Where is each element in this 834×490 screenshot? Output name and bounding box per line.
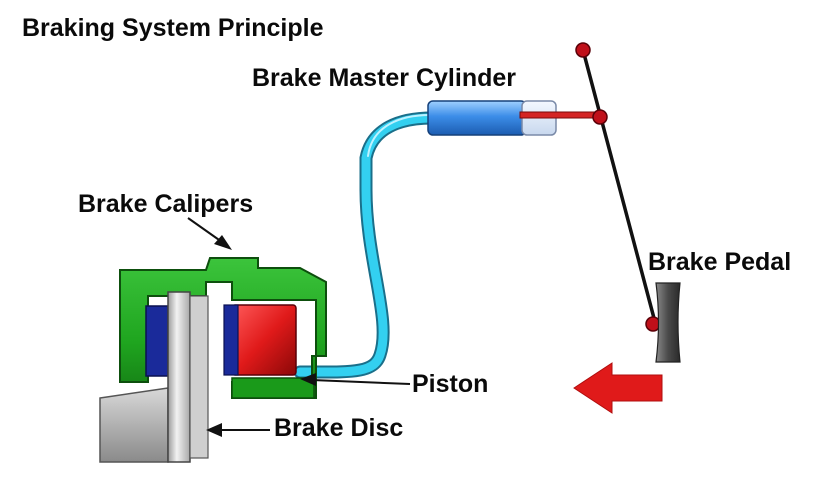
piston [223, 304, 297, 376]
label-brake-pedal: Brake Pedal [648, 248, 792, 276]
pointer-disc [206, 423, 270, 437]
label-brake-calipers: Brake Calipers [78, 190, 254, 218]
pivot-pushrod [592, 109, 608, 125]
brake-line [293, 111, 439, 379]
label-piston: Piston [412, 370, 489, 398]
brake-disc [167, 291, 209, 463]
force-arrow [573, 362, 663, 414]
wheel-hub [99, 387, 169, 463]
label-brake-disc: Brake Disc [274, 414, 404, 442]
diagram-title: Braking System Principle [22, 14, 324, 42]
brake-pad-left [145, 305, 169, 377]
label-brake-master-cylinder: Brake Master Cylinder [252, 64, 517, 92]
pedal-pad [655, 282, 681, 363]
pointer-calipers [187, 217, 232, 250]
pedal-lever [575, 42, 661, 332]
master-cylinder [427, 100, 605, 136]
pivot-top [575, 42, 591, 58]
pointer-piston [300, 373, 411, 386]
